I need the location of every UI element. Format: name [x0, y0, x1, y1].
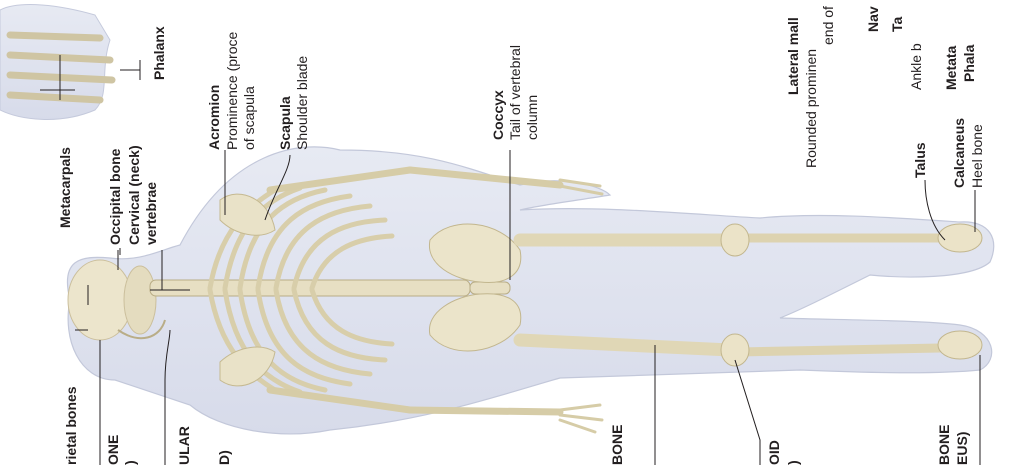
label-phalanx: Phalanx	[152, 26, 167, 80]
label-mandibular: ULAR	[177, 426, 192, 465]
tarsals-desc: Ankle b	[909, 43, 924, 90]
label-heel-bone-1: BONE	[937, 425, 952, 465]
label-phalanges: Phala	[962, 45, 977, 82]
label-navicular: Nav	[866, 6, 881, 32]
lateral-malleolus-desc-2: end of	[821, 6, 836, 45]
label-lateral-malleolus: Lateral mall	[786, 17, 801, 95]
label-acromion: Acromion	[207, 85, 222, 150]
scapula-desc: Shoulder blade	[295, 56, 310, 150]
label-talus: Talus	[913, 142, 928, 178]
coccyx-desc-2: column	[525, 95, 540, 140]
label-styloid-partial-2: )	[786, 460, 801, 465]
label-coccyx: Coccyx	[491, 90, 506, 140]
label-frontal-2: )	[123, 460, 138, 465]
label-cervical-2: vertebrae	[144, 182, 159, 245]
label-metatarsals: Metata	[944, 46, 959, 90]
calcaneus-desc: Heel bone	[970, 124, 985, 188]
label-tarsals: Ta	[890, 17, 905, 32]
spine	[150, 280, 510, 296]
label-metacarpals: Metacarpals	[58, 147, 73, 228]
label-frontal-1: ONE	[106, 435, 121, 465]
label-calcaneus: Calcaneus	[952, 118, 967, 188]
label-parietal-bones: rietal bones	[64, 386, 79, 465]
label-occipital-bone: Occipital bone	[108, 149, 123, 245]
label-styloid-partial: OID	[767, 440, 782, 465]
acromion-desc-2: of scapula	[242, 86, 257, 150]
label-cervical-1: Cervical (neck)	[127, 145, 142, 245]
coccyx-desc-1: Tail of vertebral	[508, 45, 523, 140]
acromion-desc-1: Prominence (proce	[225, 32, 240, 150]
label-scapula: Scapula	[278, 96, 293, 150]
label-heel-bone-2: EUS)	[955, 432, 970, 465]
lateral-malleolus-desc-1: Rounded prominen	[804, 49, 819, 168]
hand-illustration	[0, 5, 140, 120]
feet	[938, 224, 982, 359]
label-femur-partial: BONE	[610, 425, 625, 465]
label-sternum-partial: D)	[217, 450, 232, 465]
